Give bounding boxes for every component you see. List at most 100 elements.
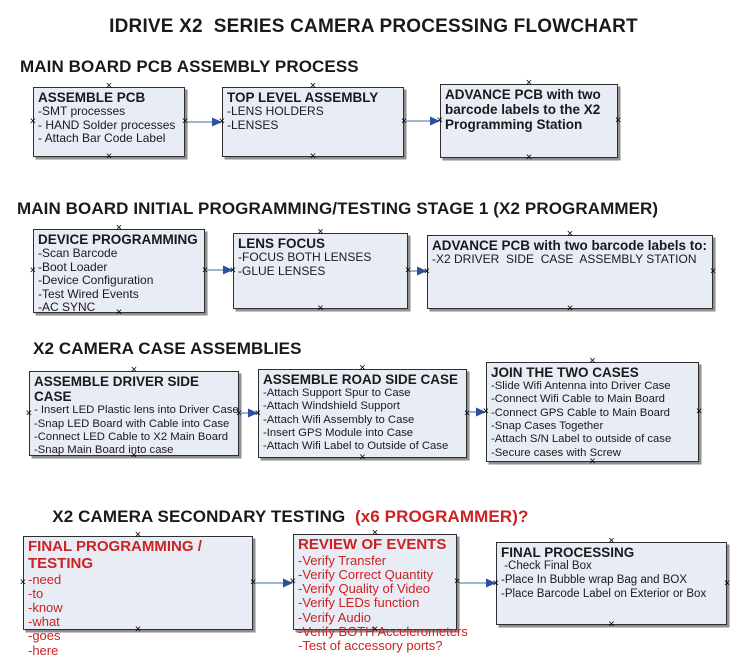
- section-heading-red-part: (x6 PROGRAMMER)?: [354, 507, 529, 526]
- connection-point-icon: ×: [289, 575, 297, 588]
- connection-point-icon: ×: [29, 264, 37, 277]
- box-title: ASSEMBLE ROAD SIDE CASE: [263, 372, 459, 387]
- box-item: - HAND Solder processes: [38, 117, 176, 132]
- box-item: -Connect LED Cable to X2 Main Board: [34, 430, 229, 443]
- box-item: -AC SYNC: [38, 300, 96, 315]
- connection-point-icon: ×: [29, 115, 37, 128]
- connection-point-icon: ×: [614, 114, 622, 127]
- box-title: REVIEW OF EVENTS: [298, 536, 447, 553]
- box-item: -Connect Wifi Cable to Main Board: [491, 393, 665, 406]
- box-items: - Insert LED Plastic lens into Driver Ca…: [34, 404, 239, 457]
- box-item: -Verify LEDs function: [298, 595, 420, 611]
- connection-point-icon: ×: [249, 576, 257, 589]
- box-item: -Snap Main Board into case: [34, 444, 174, 457]
- box-title: LENS FOCUS: [238, 236, 326, 251]
- connection-point-icon: ×: [19, 576, 27, 589]
- connection-point-icon: ×: [201, 264, 209, 277]
- box-item: -here: [28, 642, 59, 658]
- flow-box-top-level-assembly[interactable]: TOP LEVEL ASSEMBLY -LENS HOLDERS-LENSES …: [219, 80, 408, 161]
- flow-box-device-programming[interactable]: DEVICE PROGRAMMING -Scan Barcode-Boot Lo…: [29, 222, 209, 317]
- box-items: -need-to-know-what-goes-here: [28, 571, 248, 658]
- connector-arrow[interactable]: [458, 578, 496, 588]
- connection-point-icon: ×: [566, 302, 574, 315]
- box-title: ADVANCE PCB with two barcode labels to:: [432, 238, 708, 253]
- box-title: FINAL PROCESSING: [501, 545, 635, 560]
- flow-box-final-processing[interactable]: FINAL PROCESSING -Check Final Box-Place …: [493, 535, 731, 629]
- box-item: -Connect GPS Cable to Main Board: [491, 406, 670, 419]
- connector-arrow[interactable]: [468, 407, 486, 417]
- box-item: -Verify Quality of Video: [298, 581, 430, 597]
- flow-box-lens-focus[interactable]: LENS FOCUS -FOCUS BOTH LENSES-GLUE LENSE…: [230, 226, 412, 313]
- connection-point-icon: ×: [463, 407, 471, 419]
- section-heading-camera-case-assemblies: X2 CAMERA CASE ASSEMBLIES: [33, 339, 302, 358]
- connection-point-icon: ×: [317, 302, 324, 315]
- connection-point-icon: ×: [400, 115, 408, 128]
- box-item: -to: [28, 585, 44, 601]
- box-item: -LENS HOLDERS: [227, 104, 324, 119]
- box-item: -X2 DRIVER SIDE CASE ASSEMBLY STATION: [432, 252, 697, 267]
- box-item: -Attach Wifi Label to Outside of Case: [263, 440, 449, 453]
- box-item: -Test of accessory ports?: [298, 638, 443, 654]
- connection-point-icon: ×: [423, 265, 431, 278]
- box-item: -Place In Bubble wrap Bag and BOX: [501, 573, 688, 586]
- connection-point-icon: ×: [482, 405, 490, 418]
- box-item: -Slide Wifi Antenna into Driver Case: [491, 380, 671, 393]
- box-item: -Place Barcode Label on Exterior or Box: [501, 587, 707, 600]
- flow-box-final-programming-testing[interactable]: FINAL PROGRAMMING / TESTING -need-to-kno…: [19, 529, 257, 657]
- connector-arrow[interactable]: [409, 266, 427, 276]
- box-item: -Attach Wifi Assembly to Case: [263, 413, 415, 426]
- box-items: -Slide Wifi Antenna into Driver Case-Con…: [491, 380, 694, 460]
- box-item: -Attach Support Spur to Case: [263, 387, 411, 400]
- connection-point-icon: ×: [525, 151, 533, 164]
- box-items: -LENS HOLDERS-LENSES: [227, 105, 399, 132]
- box-items: -FOCUS BOTH LENSES-GLUE LENSES: [238, 251, 403, 278]
- box-items: -X2 DRIVER SIDE CASE ASSEMBLY STATION: [432, 253, 708, 267]
- box-item: -Verify BOTH Accelerometers: [298, 623, 468, 639]
- connection-point-icon: ×: [359, 451, 366, 464]
- box-item: -Test Wired Events: [38, 286, 139, 301]
- box-title: ASSEMBLE DRIVER SIDE CASE: [34, 374, 203, 405]
- connection-point-icon: ×: [404, 264, 412, 277]
- flow-box-advance-pcb-case-assembly-station[interactable]: ADVANCE PCB with two barcode labels to: …: [423, 228, 717, 313]
- connector-arrow[interactable]: [186, 117, 222, 127]
- box-item: -Verify Audio: [298, 609, 371, 625]
- connection-point-icon: ×: [309, 150, 317, 163]
- box-items: -Verify Transfer-Verify Correct Quantity…: [298, 553, 468, 654]
- connector-arrow[interactable]: [405, 116, 440, 126]
- connection-point-icon: ×: [695, 405, 703, 418]
- box-title: TOP LEVEL ASSEMBLY: [227, 90, 379, 105]
- box-item: -Device Configuration: [38, 273, 154, 288]
- box-item: -LENSES: [227, 117, 279, 132]
- flow-box-assemble-pcb[interactable]: ASSEMBLE PCB -SMT processes- HAND Solder…: [29, 80, 189, 161]
- connector-arrow[interactable]: [254, 578, 293, 588]
- connection-point-icon: ×: [436, 114, 444, 127]
- box-item: -Snap Cases Together: [491, 420, 604, 433]
- connection-point-icon: ×: [25, 407, 33, 419]
- connection-point-icon: ×: [608, 618, 615, 631]
- box-item: -Verify Correct Quantity: [298, 567, 434, 582]
- box-item: -Secure cases with Screw: [491, 446, 621, 459]
- section-heading-black-part: X2 CAMERA SECONDARY TESTING: [52, 507, 355, 526]
- flow-box-review-of-events[interactable]: REVIEW OF EVENTS -Verify Transfer-Verify…: [289, 527, 468, 652]
- box-item: -Check Final Box: [501, 560, 592, 573]
- box-item: -need: [28, 571, 62, 587]
- connection-point-icon: ×: [254, 407, 262, 419]
- box-item: -know: [28, 600, 63, 615]
- connector-arrow[interactable]: [206, 265, 233, 275]
- box-item: -GLUE LENSES: [238, 263, 326, 278]
- flow-box-join-the-two-cases[interactable]: JOIN THE TWO CASES -Slide Wifi Antenna i…: [482, 355, 703, 466]
- flow-box-assemble-driver-side-case[interactable]: ASSEMBLE DRIVER SIDE CASE - Insert LED P…: [25, 364, 243, 460]
- section-heading-main-board-pcb-assembly: MAIN BOARD PCB ASSEMBLY PROCESS: [20, 57, 359, 76]
- box-title: FINAL PROGRAMMING / TESTING: [28, 538, 207, 572]
- box-item: -Snap LED Board with Cable into Case: [34, 417, 230, 430]
- flow-box-assemble-road-side-case[interactable]: ASSEMBLE ROAD SIDE CASE -Attach Support …: [254, 362, 471, 462]
- connection-point-icon: ×: [181, 115, 189, 128]
- connection-point-icon: ×: [453, 575, 461, 588]
- connector-arrow[interactable]: [240, 408, 258, 418]
- section-heading-initial-programming-testing: MAIN BOARD INITIAL PROGRAMMING/TESTING S…: [17, 199, 659, 218]
- flow-box-advance-pcb-programming-station[interactable]: ADVANCE PCB with two barcode labels to t…: [436, 77, 622, 162]
- box-item: -Attach S/N Label to outside of case: [491, 433, 672, 446]
- box-title: ASSEMBLE PCB: [38, 90, 146, 105]
- box-item: -what: [28, 614, 60, 630]
